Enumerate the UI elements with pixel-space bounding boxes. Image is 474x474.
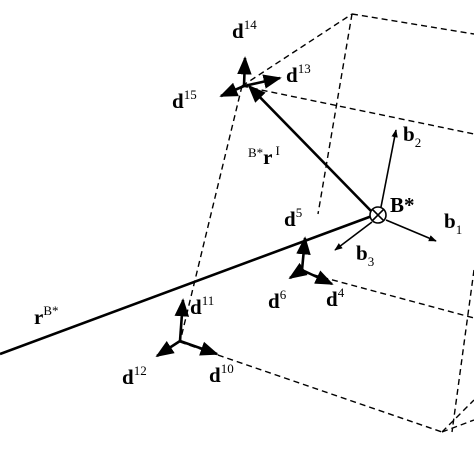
label-d5: d5 xyxy=(284,205,302,231)
label-d10: d10 xyxy=(209,361,234,387)
triad-middle xyxy=(288,236,334,286)
axis-b3 xyxy=(334,221,373,251)
vector-r-b-star xyxy=(0,214,373,356)
label-b-star: B* xyxy=(390,193,415,217)
triad-bottom xyxy=(155,298,219,358)
label-b2: b2 xyxy=(403,122,421,150)
label-d12: d12 xyxy=(122,363,147,389)
vector-r-i xyxy=(247,84,375,215)
label-b1: b1 xyxy=(444,209,462,237)
dashed-box xyxy=(179,13,474,433)
label-d4: d4 xyxy=(326,285,345,311)
triad-top xyxy=(219,56,282,98)
axis-b2 xyxy=(380,129,398,208)
label-d15: d15 xyxy=(172,87,197,113)
label-b3: b3 xyxy=(356,241,374,269)
label-d13: d13 xyxy=(286,61,311,87)
b-star-origin-icon xyxy=(369,206,387,224)
label-d14: d14 xyxy=(232,17,257,43)
label-d11: d11 xyxy=(190,293,214,319)
label-d6: d6 xyxy=(268,287,287,313)
label-r-b-star: rB* xyxy=(34,303,59,329)
axis-b1 xyxy=(385,219,437,242)
